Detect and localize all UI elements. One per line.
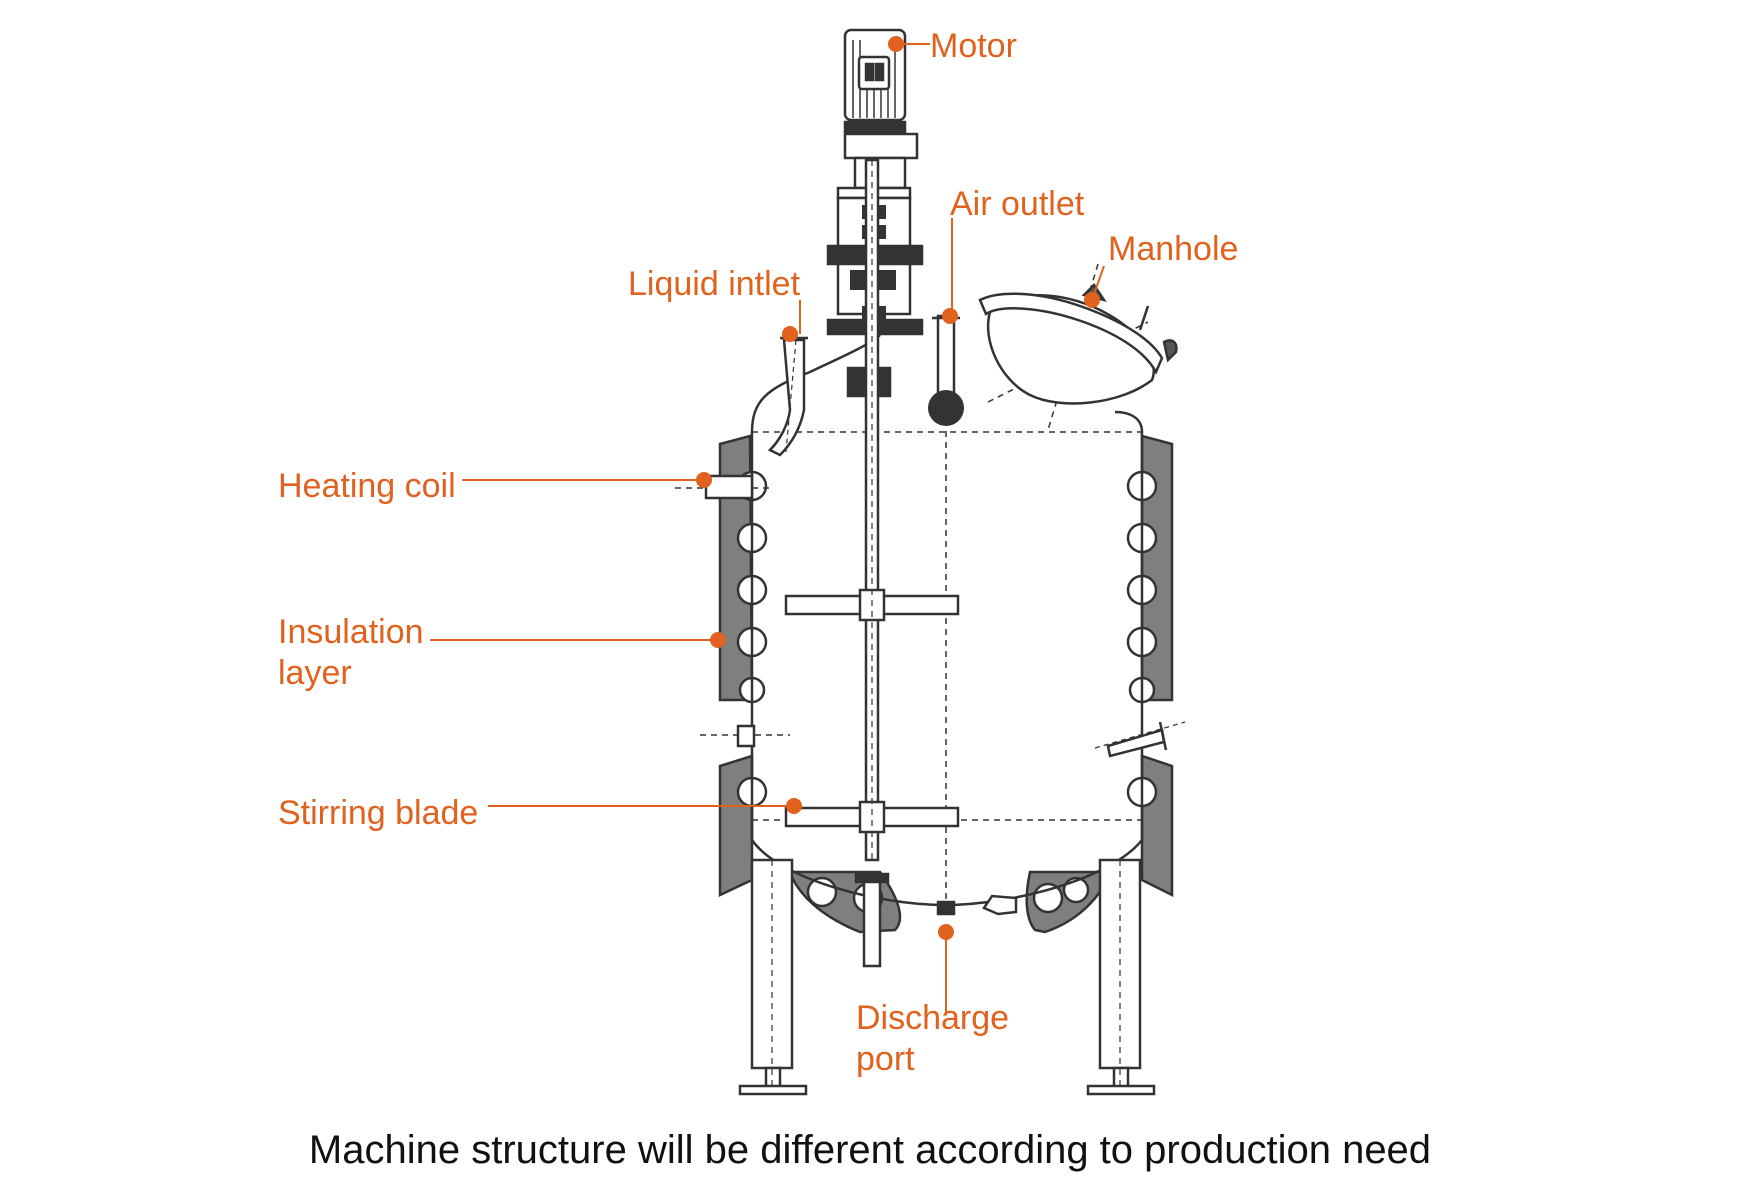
heating-coil-dot (696, 472, 712, 488)
air-outlet-dot (942, 308, 958, 324)
label-stirring-blade: Stirring blade (278, 794, 479, 832)
gearbox (843, 120, 907, 134)
manhole-cover (978, 283, 1178, 405)
heating-coil-tubes (736, 470, 1158, 914)
manhole-dot (1084, 292, 1100, 308)
label-insulation-line-1: Insulation (278, 613, 424, 651)
bottom-valves (854, 872, 1018, 968)
label-insulation-line-2: layer (278, 654, 352, 692)
motor-dot (888, 36, 904, 52)
label-discharge-line-1: Discharge (856, 999, 1010, 1037)
discharge-port-dot (938, 924, 954, 940)
sight-glass (928, 390, 964, 426)
label-discharge-line-2: port (856, 1040, 915, 1078)
agitator (784, 158, 960, 862)
label-motor: Motor (930, 27, 1017, 65)
label-insulation-layer: Insulation layer (278, 612, 424, 694)
label-heating-coil: Heating coil (278, 467, 456, 505)
air-outlet-pipe (932, 314, 960, 396)
stirring-blade-dot (786, 798, 802, 814)
liquid-inlet-pipe (767, 336, 808, 457)
liquid-inlet-dot (782, 326, 798, 342)
insulation-layer-dot (710, 632, 726, 648)
callout-dots (696, 36, 1100, 940)
side-nozzles (704, 474, 1168, 758)
caption: Machine structure will be different acco… (308, 1128, 1432, 1172)
label-liquid-inlet: Liquid intlet (628, 265, 801, 303)
label-air-outlet: Air outlet (950, 185, 1085, 223)
label-discharge-port: Discharge port (856, 998, 1009, 1080)
callout-leaders (430, 43, 1105, 1012)
label-manhole: Manhole (1108, 230, 1239, 268)
